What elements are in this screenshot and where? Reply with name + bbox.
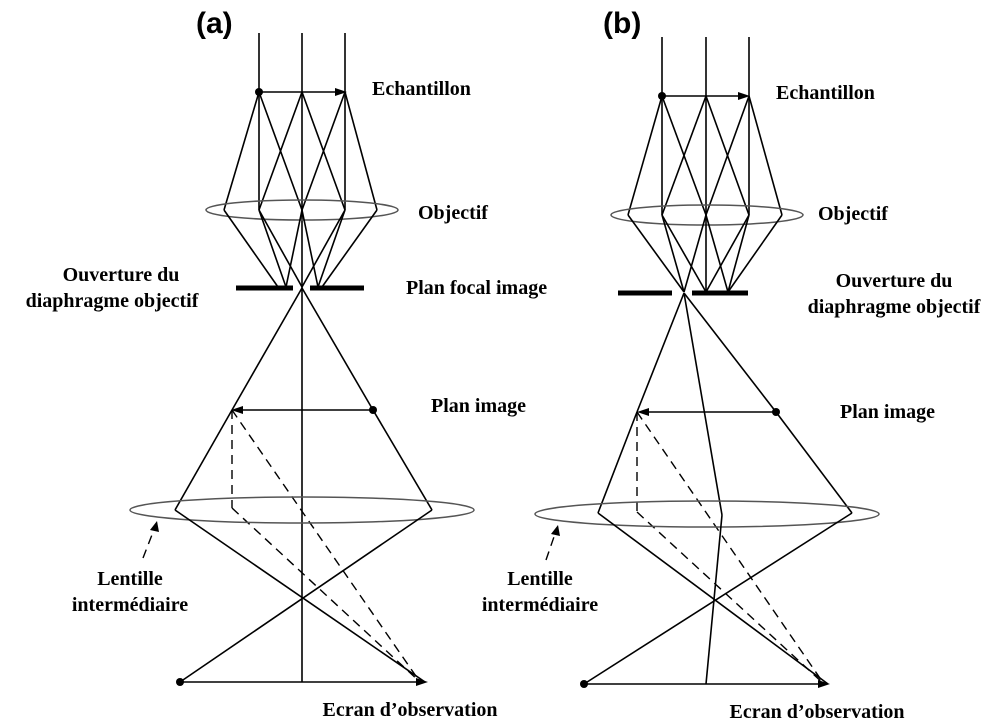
ray-to-image-left xyxy=(231,287,303,411)
rays-sample-to-objective xyxy=(223,91,378,211)
virtual-ray-lower xyxy=(636,511,825,685)
ray-lens-to-screen-right xyxy=(583,512,853,685)
panel-a-label: (a) xyxy=(196,7,233,40)
label-screen: Ecran d’observation xyxy=(323,699,498,721)
ray-lens-to-screen-left xyxy=(174,509,426,683)
objective-lens xyxy=(610,204,804,226)
ray-lens-to-screen-left xyxy=(597,512,829,685)
panel-b-label: (b) xyxy=(603,7,641,40)
image-arrow-head xyxy=(637,408,649,416)
intermediate-lens xyxy=(534,500,880,528)
virtual-ray-diagonal xyxy=(636,411,825,685)
virtual-ray-lower xyxy=(231,507,421,683)
panel-a: (a) xyxy=(26,7,548,721)
label-image-plane: Plan image xyxy=(431,395,526,417)
label-lens-line1: Lentille xyxy=(97,568,163,590)
label-objective: Objectif xyxy=(418,202,488,224)
label-objective: Objectif xyxy=(818,203,888,225)
screen-arrow-head xyxy=(818,680,830,688)
lens-leader-line xyxy=(142,526,156,559)
label-lens-line2: intermédiaire xyxy=(482,594,598,616)
label-image-plane: Plan image xyxy=(840,401,935,423)
sample-arrow-head xyxy=(738,92,750,100)
ray-to-image-right xyxy=(683,292,777,413)
virtual-ray-diagonal xyxy=(231,409,421,683)
ray-image-to-lens-right xyxy=(775,411,853,514)
ray-to-image-left xyxy=(636,292,685,413)
rays-objective-to-focal-plane xyxy=(223,209,378,288)
label-aperture-line2: diaphragme objectif xyxy=(808,296,981,318)
label-focal-plane: Plan focal image xyxy=(406,277,547,299)
ray-image-to-lens-right xyxy=(372,409,433,511)
label-lens-line2: intermédiaire xyxy=(72,594,188,616)
screen-arrow-head xyxy=(416,678,428,686)
label-aperture-line1: Ouverture du xyxy=(836,270,953,292)
label-sample: Echantillon xyxy=(372,78,471,100)
screen-point xyxy=(176,678,184,686)
ray-image-to-lens-left xyxy=(597,411,638,514)
label-sample: Echantillon xyxy=(776,82,875,104)
objective-lens xyxy=(205,199,399,221)
label-aperture-line1: Ouverture du xyxy=(63,264,180,286)
label-screen: Ecran d’observation xyxy=(730,701,905,722)
rays-objective-to-focal-plane xyxy=(627,214,783,293)
lens-leader-head xyxy=(150,521,159,532)
screen-point xyxy=(580,680,588,688)
lens-leader-line xyxy=(545,530,557,561)
sample-arrow-head xyxy=(335,88,347,96)
label-aperture-line2: diaphragme objectif xyxy=(26,290,199,312)
ray-lens-to-screen-center xyxy=(705,514,723,685)
lens-leader-head xyxy=(551,525,560,536)
ray-to-lens-center xyxy=(683,292,723,516)
label-lens-line1: Lentille xyxy=(507,568,573,590)
intermediate-lens xyxy=(129,496,475,524)
rays-sample-to-objective xyxy=(627,95,783,216)
ray-to-image-right xyxy=(301,287,374,411)
ray-lens-to-screen-right xyxy=(179,509,433,683)
panel-b: (b) xyxy=(482,7,981,722)
image-arrow-head xyxy=(231,406,243,414)
ray-image-to-lens-left xyxy=(174,409,233,511)
